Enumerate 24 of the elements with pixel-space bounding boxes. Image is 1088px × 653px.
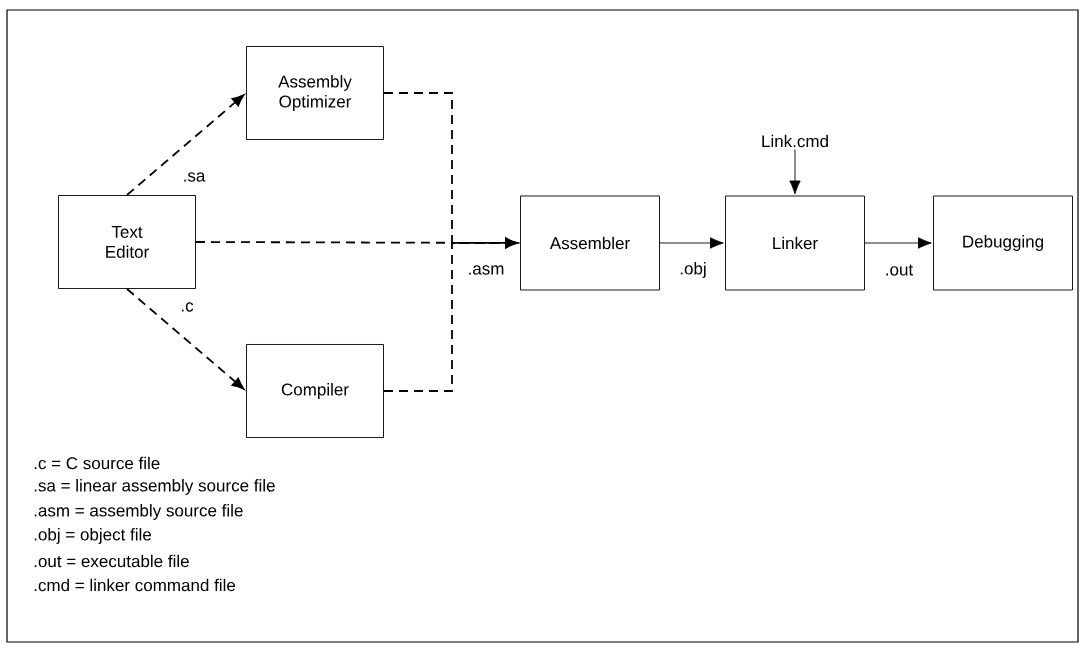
arrow [126, 94, 245, 196]
process-box: Text Editor [58, 195, 196, 289]
arrow [789, 149, 801, 195]
edge-label: .c [179, 301, 195, 313]
arrow [126, 288, 245, 390]
edge-label: .sa [181, 171, 207, 183]
edge-label: .asm [466, 264, 506, 276]
legend-note: .cmd = linker command file [34, 578, 236, 592]
file-label: Link.cmd [762, 134, 828, 148]
process-box: Compiler [246, 344, 384, 438]
legend-note: .out = executable file [34, 554, 189, 568]
arrow [864, 237, 932, 249]
process-box: Assembly Optimizer [246, 46, 384, 140]
arrow [383, 237, 518, 392]
edge-label: .obj [678, 261, 708, 279]
arrow [659, 237, 724, 249]
legend-note: .sa = linear assembly source file [34, 479, 275, 495]
edge-label: .out [883, 263, 915, 277]
legend-note: .asm = assembly source file [34, 504, 243, 520]
process-box: Assembler [520, 195, 660, 291]
process-box: Linker [725, 195, 865, 291]
legend-note: .c = C source file [34, 456, 160, 470]
legend-note: .obj = object file [34, 528, 152, 544]
process-box: Debugging [933, 195, 1073, 291]
